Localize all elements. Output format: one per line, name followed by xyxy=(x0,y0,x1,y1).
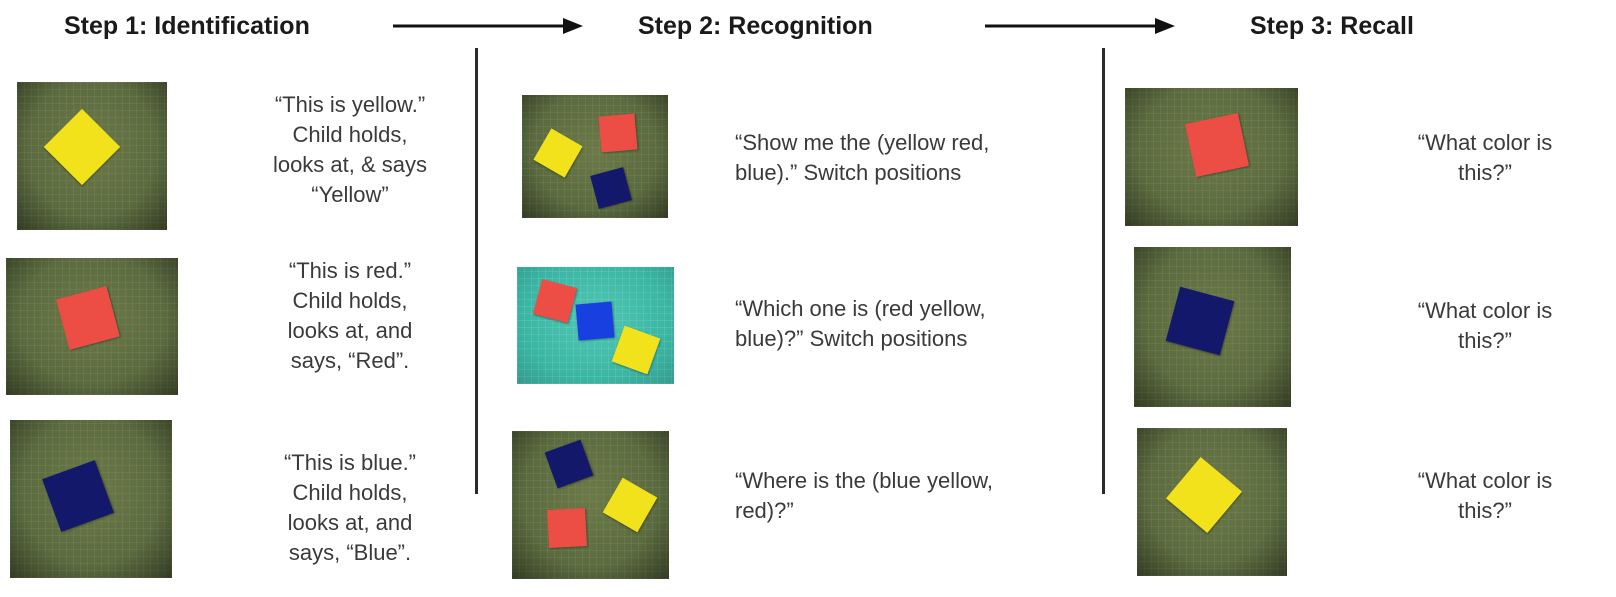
red-card xyxy=(532,278,578,324)
caption-line: “What color is xyxy=(1417,130,1553,155)
caption-line: “Where is the (blue yellow, xyxy=(735,468,993,493)
caption-step1-yellow: “This is yellow.” Child holds, looks at,… xyxy=(230,90,470,210)
caption-line: looks at, and xyxy=(287,318,413,343)
yellow-card xyxy=(533,128,583,178)
red-card xyxy=(547,508,587,548)
photo-yellow-square xyxy=(17,82,167,230)
caption-step1-blue: “This is blue.” Child holds, looks at, a… xyxy=(230,448,470,568)
photo-red-square xyxy=(6,258,178,395)
arrow-step2-to-step3-icon xyxy=(985,18,1175,34)
caption-line: this?” xyxy=(1458,498,1512,523)
caption-line: Child holds, xyxy=(292,288,408,313)
yellow-card xyxy=(43,108,121,186)
photo-blue-card-recall xyxy=(1134,247,1291,407)
caption-line: “Yellow” xyxy=(311,182,389,207)
caption-line: blue)?” Switch positions xyxy=(735,326,968,351)
caption-line: “This is red.” xyxy=(288,258,412,283)
caption-line: “This is yellow.” xyxy=(274,92,426,117)
red-card xyxy=(1184,112,1250,178)
caption-step1-red: “This is red.” Child holds, looks at, an… xyxy=(230,256,470,376)
caption-line: red)?” xyxy=(735,498,794,523)
caption-line: says, “Blue”. xyxy=(288,540,412,565)
photo-three-cards-2 xyxy=(517,267,674,384)
caption-line: looks at, and xyxy=(287,510,413,535)
caption-step2-show: “Show me the (yellow red, blue).” Switch… xyxy=(735,128,1075,188)
caption-line: looks at, & says xyxy=(272,152,428,177)
blue-card xyxy=(590,167,632,209)
column-divider-1 xyxy=(475,48,478,494)
photo-three-cards-1 xyxy=(522,95,668,218)
caption-line: says, “Red”. xyxy=(290,348,410,373)
photo-three-cards-3 xyxy=(512,431,669,579)
column-divider-2 xyxy=(1102,48,1105,494)
arrow-step1-to-step2-icon xyxy=(393,18,583,34)
caption-step2-where: “Where is the (blue yellow, red)?” xyxy=(735,466,1075,526)
caption-line: “What color is xyxy=(1417,298,1553,323)
yellow-card xyxy=(602,477,658,533)
step-2-title: Step 2: Recognition xyxy=(638,12,873,40)
caption-line: “Which one is (red yellow, xyxy=(735,296,986,321)
caption-step3-3: “What color is this?” xyxy=(1360,466,1610,526)
blue-card xyxy=(1165,286,1235,356)
caption-line: this?” xyxy=(1458,160,1512,185)
caption-line: this?” xyxy=(1458,328,1512,353)
blue-card xyxy=(575,301,615,341)
caption-step3-1: “What color is this?” xyxy=(1360,128,1610,188)
yellow-card xyxy=(611,325,661,375)
caption-step3-2: “What color is this?” xyxy=(1360,296,1610,356)
caption-line: “What color is xyxy=(1417,468,1553,493)
photo-yellow-card-recall xyxy=(1137,428,1287,576)
caption-line: “This is blue.” xyxy=(283,450,417,475)
caption-line: blue).” Switch positions xyxy=(735,160,962,185)
red-card xyxy=(598,113,638,153)
step-3-title: Step 3: Recall xyxy=(1250,12,1414,40)
caption-step2-which: “Which one is (red yellow, blue)?” Switc… xyxy=(735,294,1075,354)
caption-line: Child holds, xyxy=(292,122,408,147)
photo-red-card-recall xyxy=(1125,88,1298,226)
blue-card xyxy=(42,460,114,532)
caption-line: “Show me the (yellow red, xyxy=(735,130,990,155)
yellow-card xyxy=(1165,456,1243,534)
caption-line: Child holds, xyxy=(292,480,408,505)
blue-card xyxy=(544,439,594,489)
red-card xyxy=(56,286,120,350)
photo-blue-square xyxy=(10,420,172,578)
step-1-title: Step 1: Identification xyxy=(64,12,310,40)
